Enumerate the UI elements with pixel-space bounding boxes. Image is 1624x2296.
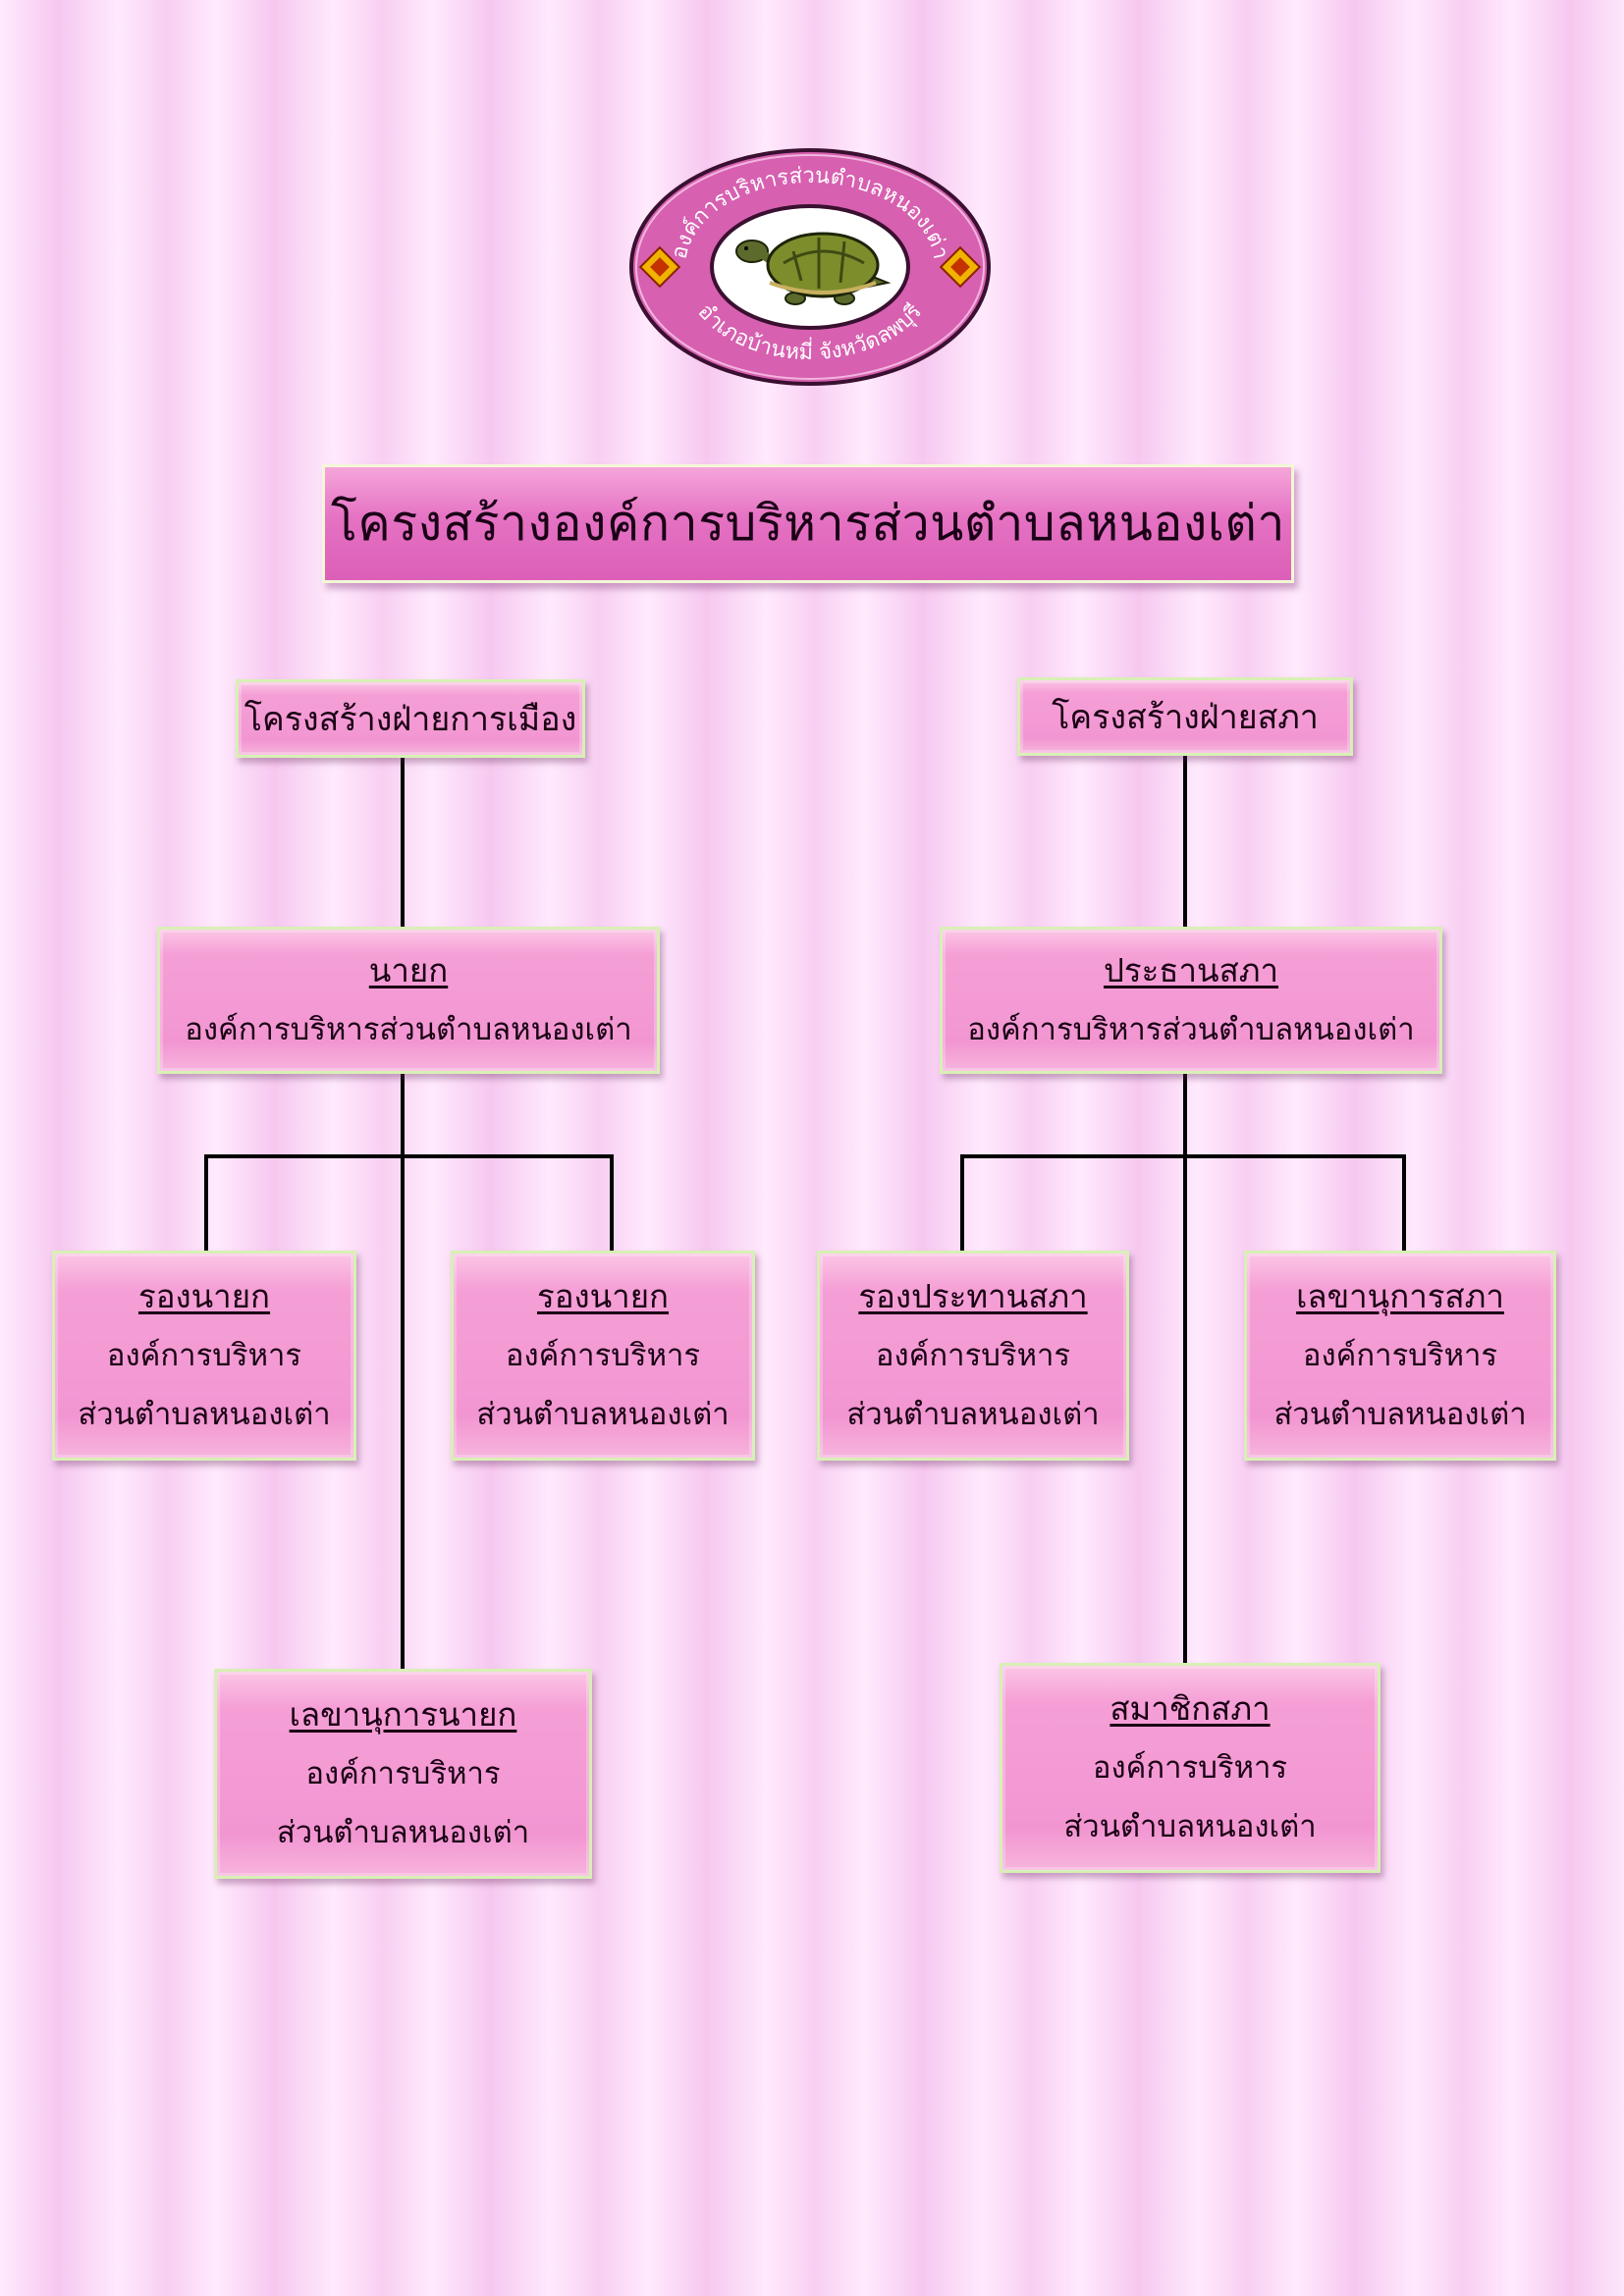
connector-political-left-drop bbox=[204, 1154, 208, 1253]
chief-secretary-org-line-1: องค์การบริหาร bbox=[305, 1756, 501, 1791]
connector-political-right-drop bbox=[610, 1154, 614, 1253]
connector-council-right-drop bbox=[1402, 1154, 1406, 1253]
deputy-left-org-line-1: องค์การบริหาร bbox=[106, 1338, 302, 1373]
ornament-right-icon bbox=[939, 245, 982, 289]
council-chair-box: ประธานสภา องค์การบริหารส่วนตำบลหนองเต่า bbox=[940, 927, 1442, 1074]
connector-council-trunk bbox=[1183, 1072, 1187, 1665]
ornament-left-icon bbox=[638, 245, 681, 289]
turtle-logo: องค์การบริหารส่วนตำบลหนองเต่า อำเภอบ้านห… bbox=[629, 148, 991, 386]
chief-secretary-position: เลขานุการนายก bbox=[289, 1695, 517, 1734]
chief-executive-box: นายก องค์การบริหารส่วนตำบลหนองเต่า bbox=[157, 927, 660, 1074]
council-header-label: โครงสร้างฝ่ายสภา bbox=[1052, 698, 1319, 737]
council-members-org-line-1: องค์การบริหาร bbox=[1092, 1750, 1288, 1786]
council-secretary-org-line-1: องค์การบริหาร bbox=[1302, 1338, 1498, 1373]
chief-org: องค์การบริหารส่วนตำบลหนองเต่า bbox=[185, 1012, 632, 1047]
council-secretary-org-line-2: ส่วนตำบลหนองเต่า bbox=[1273, 1397, 1527, 1432]
connector-council-horizontal bbox=[960, 1154, 1406, 1158]
main-title-box: โครงสร้างองค์การบริหารส่วนตำบลหนองเต่า bbox=[322, 464, 1294, 583]
council-chair-position: ประธานสภา bbox=[1103, 951, 1279, 989]
connector-political-horizontal bbox=[204, 1154, 614, 1158]
connector-council-left-drop bbox=[960, 1154, 964, 1253]
council-members-org-line-2: ส่วนตำบลหนองเต่า bbox=[1063, 1809, 1317, 1844]
chief-position: นายก bbox=[368, 951, 449, 989]
connector-political-trunk bbox=[401, 1072, 405, 1669]
deputy-right-org-line-2: ส่วนตำบลหนองเต่า bbox=[476, 1397, 730, 1432]
council-vice-chair-org-line-1: องค์การบริหาร bbox=[875, 1338, 1071, 1373]
council-vice-chair-org-line-2: ส่วนตำบลหนองเต่า bbox=[846, 1397, 1100, 1432]
council-members-box: สมาชิกสภา องค์การบริหาร ส่วนตำบลหนองเต่า bbox=[1000, 1663, 1380, 1873]
political-header-label: โครงสร้างฝ่ายการเมือง bbox=[244, 700, 577, 739]
turtle-icon bbox=[735, 232, 892, 305]
deputy-left-position: รองนายก bbox=[137, 1277, 271, 1315]
deputy-chief-left-box: รองนายก องค์การบริหาร ส่วนตำบลหนองเต่า bbox=[52, 1251, 356, 1461]
chief-secretary-org-line-2: ส่วนตำบลหนองเต่า bbox=[276, 1815, 530, 1850]
council-members-position: สมาชิกสภา bbox=[1110, 1689, 1271, 1728]
chief-secretary-box: เลขานุการนายก องค์การบริหาร ส่วนตำบลหนอง… bbox=[214, 1669, 592, 1879]
council-chair-org: องค์การบริหารส่วนตำบลหนองเต่า bbox=[967, 1012, 1415, 1047]
connector-political-header-to-chief bbox=[401, 756, 405, 929]
deputy-right-position: รองนายก bbox=[536, 1277, 670, 1315]
deputy-left-org-line-2: ส่วนตำบลหนองเต่า bbox=[78, 1397, 331, 1432]
council-secretary-position: เลขานุการสภา bbox=[1296, 1277, 1504, 1315]
council-vice-chair-box: รองประทานสภา องค์การบริหาร ส่วนตำบลหนองเ… bbox=[817, 1251, 1129, 1461]
deputy-right-org-line-1: องค์การบริหาร bbox=[505, 1338, 701, 1373]
council-structure-header: โครงสร้างฝ่ายสภา bbox=[1017, 677, 1353, 756]
council-vice-chair-position: รองประทานสภา bbox=[858, 1277, 1088, 1315]
deputy-chief-right-box: รองนายก องค์การบริหาร ส่วนตำบลหนองเต่า bbox=[451, 1251, 755, 1461]
political-structure-header: โครงสร้างฝ่ายการเมือง bbox=[236, 679, 585, 758]
page-title: โครงสร้างองค์การบริหารส่วนตำบลหนองเต่า bbox=[331, 495, 1285, 552]
connector-council-header-to-chair bbox=[1183, 756, 1187, 929]
council-secretary-box: เลขานุการสภา องค์การบริหาร ส่วนตำบลหนองเ… bbox=[1244, 1251, 1556, 1461]
